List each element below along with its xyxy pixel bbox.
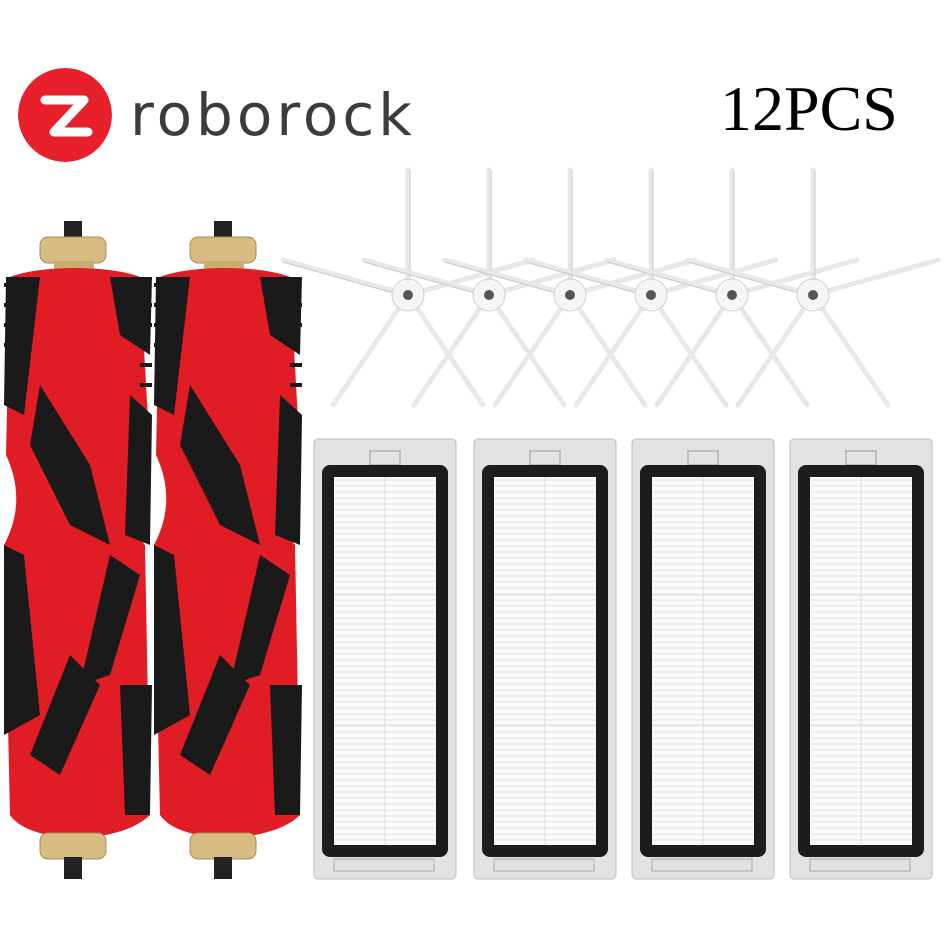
main-brush [2,219,154,881]
main-brushes [2,219,304,881]
hepa-filter [631,438,775,880]
pack-count-label: 12PCS [720,73,898,144]
hepa-filter [313,438,457,880]
hepa-filter [789,438,933,880]
filters [313,438,933,880]
brand-name: roborock [130,81,416,149]
side-brushes [275,165,945,420]
brand-logo: roborock [18,68,458,168]
roborock-mark-icon [18,68,112,162]
hepa-filter [473,438,617,880]
